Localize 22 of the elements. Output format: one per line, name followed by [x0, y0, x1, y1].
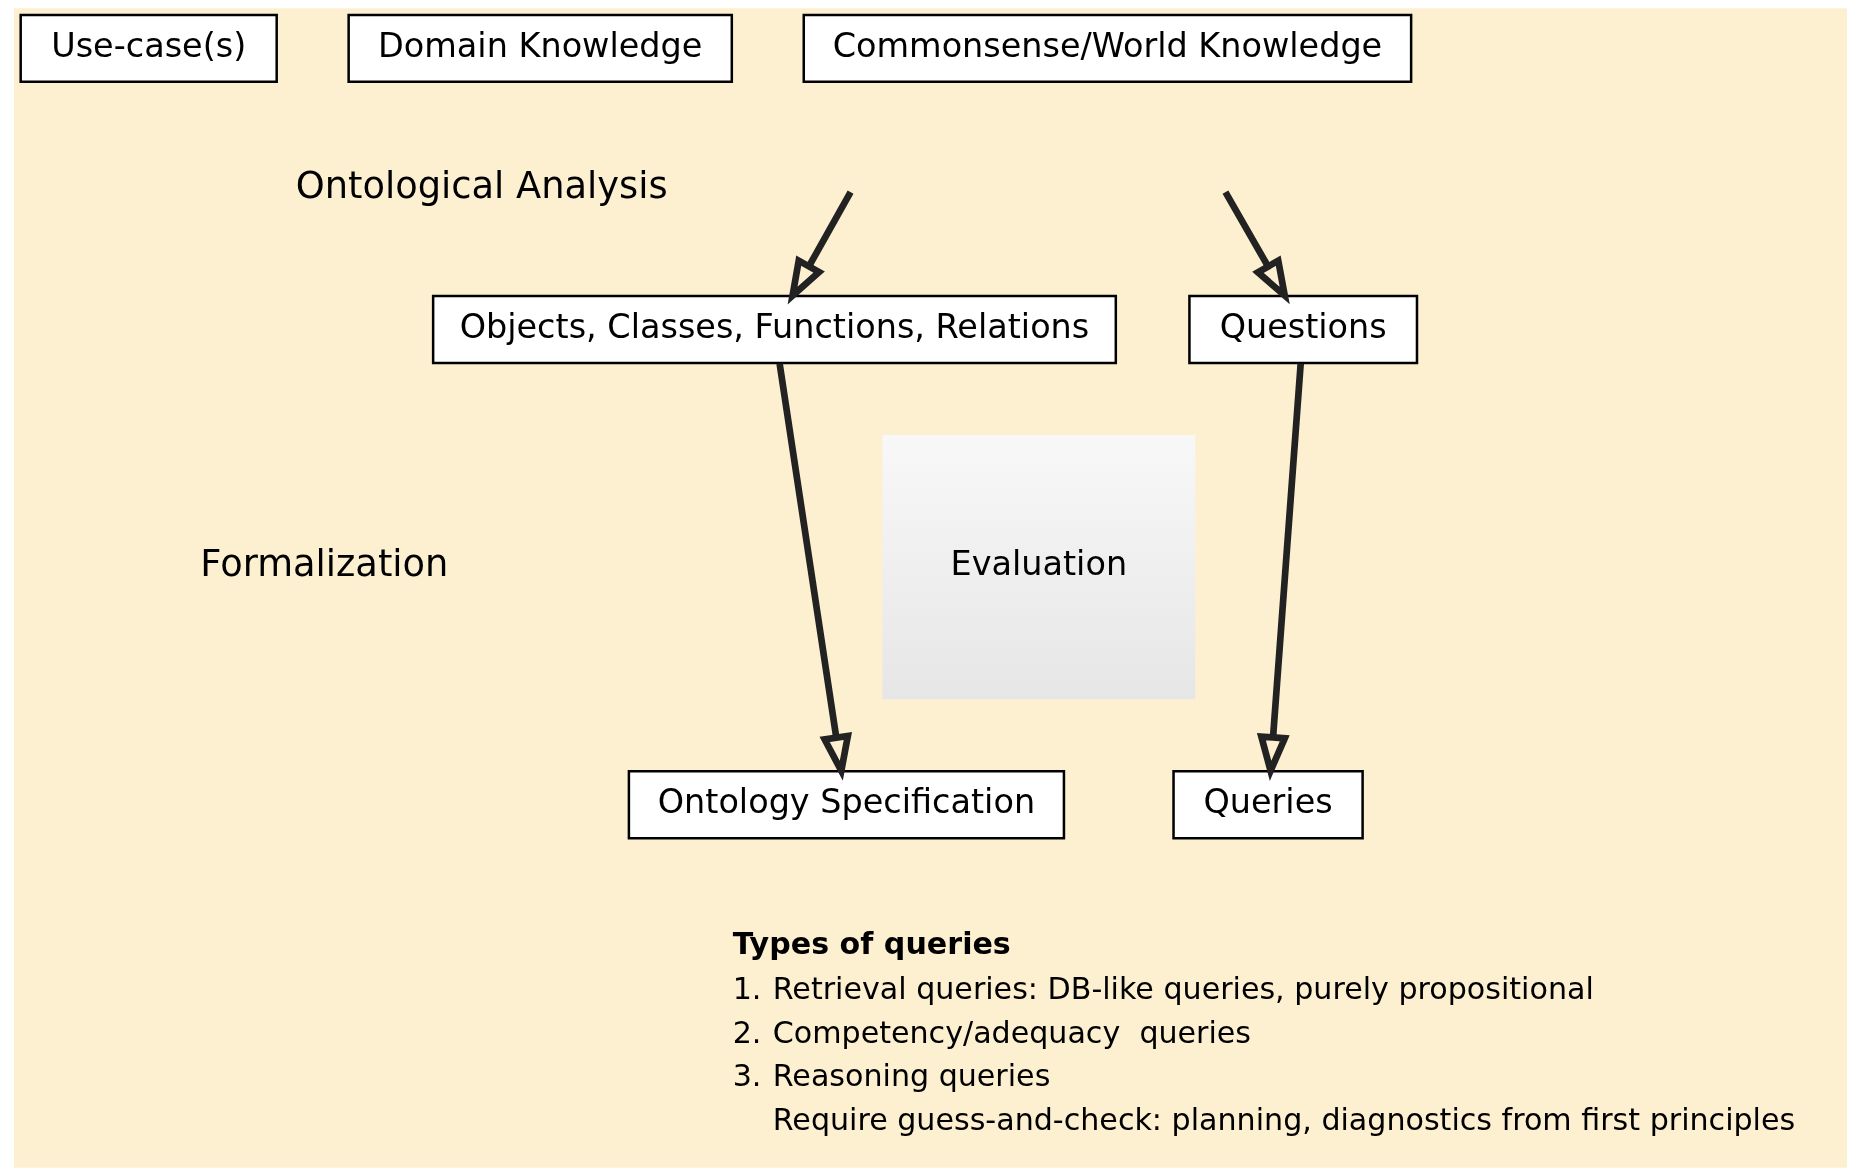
label: Require guess-and-check: planning, diagnostics from first principles [772, 1101, 1795, 1137]
node-box: Evaluation [881, 434, 1195, 700]
node-box: Queries [1171, 769, 1364, 840]
node-box: Commonsense/World Knowledge [802, 13, 1412, 84]
arrow [1222, 190, 1290, 305]
node-box: Objects, Classes, Functions, Relations [431, 294, 1117, 365]
label: Ontological Analysis [295, 164, 668, 208]
label: 3. [732, 1058, 761, 1094]
label: Retrieval queries: DB-like queries, purely propositional [772, 971, 1594, 1007]
label: Competency/adequacy queries [772, 1014, 1251, 1050]
node-box: Questions [1187, 294, 1418, 365]
label: 2. [732, 1014, 761, 1050]
arrow [787, 190, 853, 305]
arrow [1256, 363, 1304, 781]
label: 1. [732, 971, 761, 1007]
node-box: Domain Knowledge [346, 13, 733, 84]
label: Types of queries [732, 926, 1011, 962]
label: Reasoning queries [772, 1058, 1050, 1094]
arrow [775, 363, 852, 781]
node-box: Ontology Specification [627, 769, 1065, 840]
node-box: Use-case(s) [18, 13, 278, 84]
label: Formalization [199, 542, 448, 586]
